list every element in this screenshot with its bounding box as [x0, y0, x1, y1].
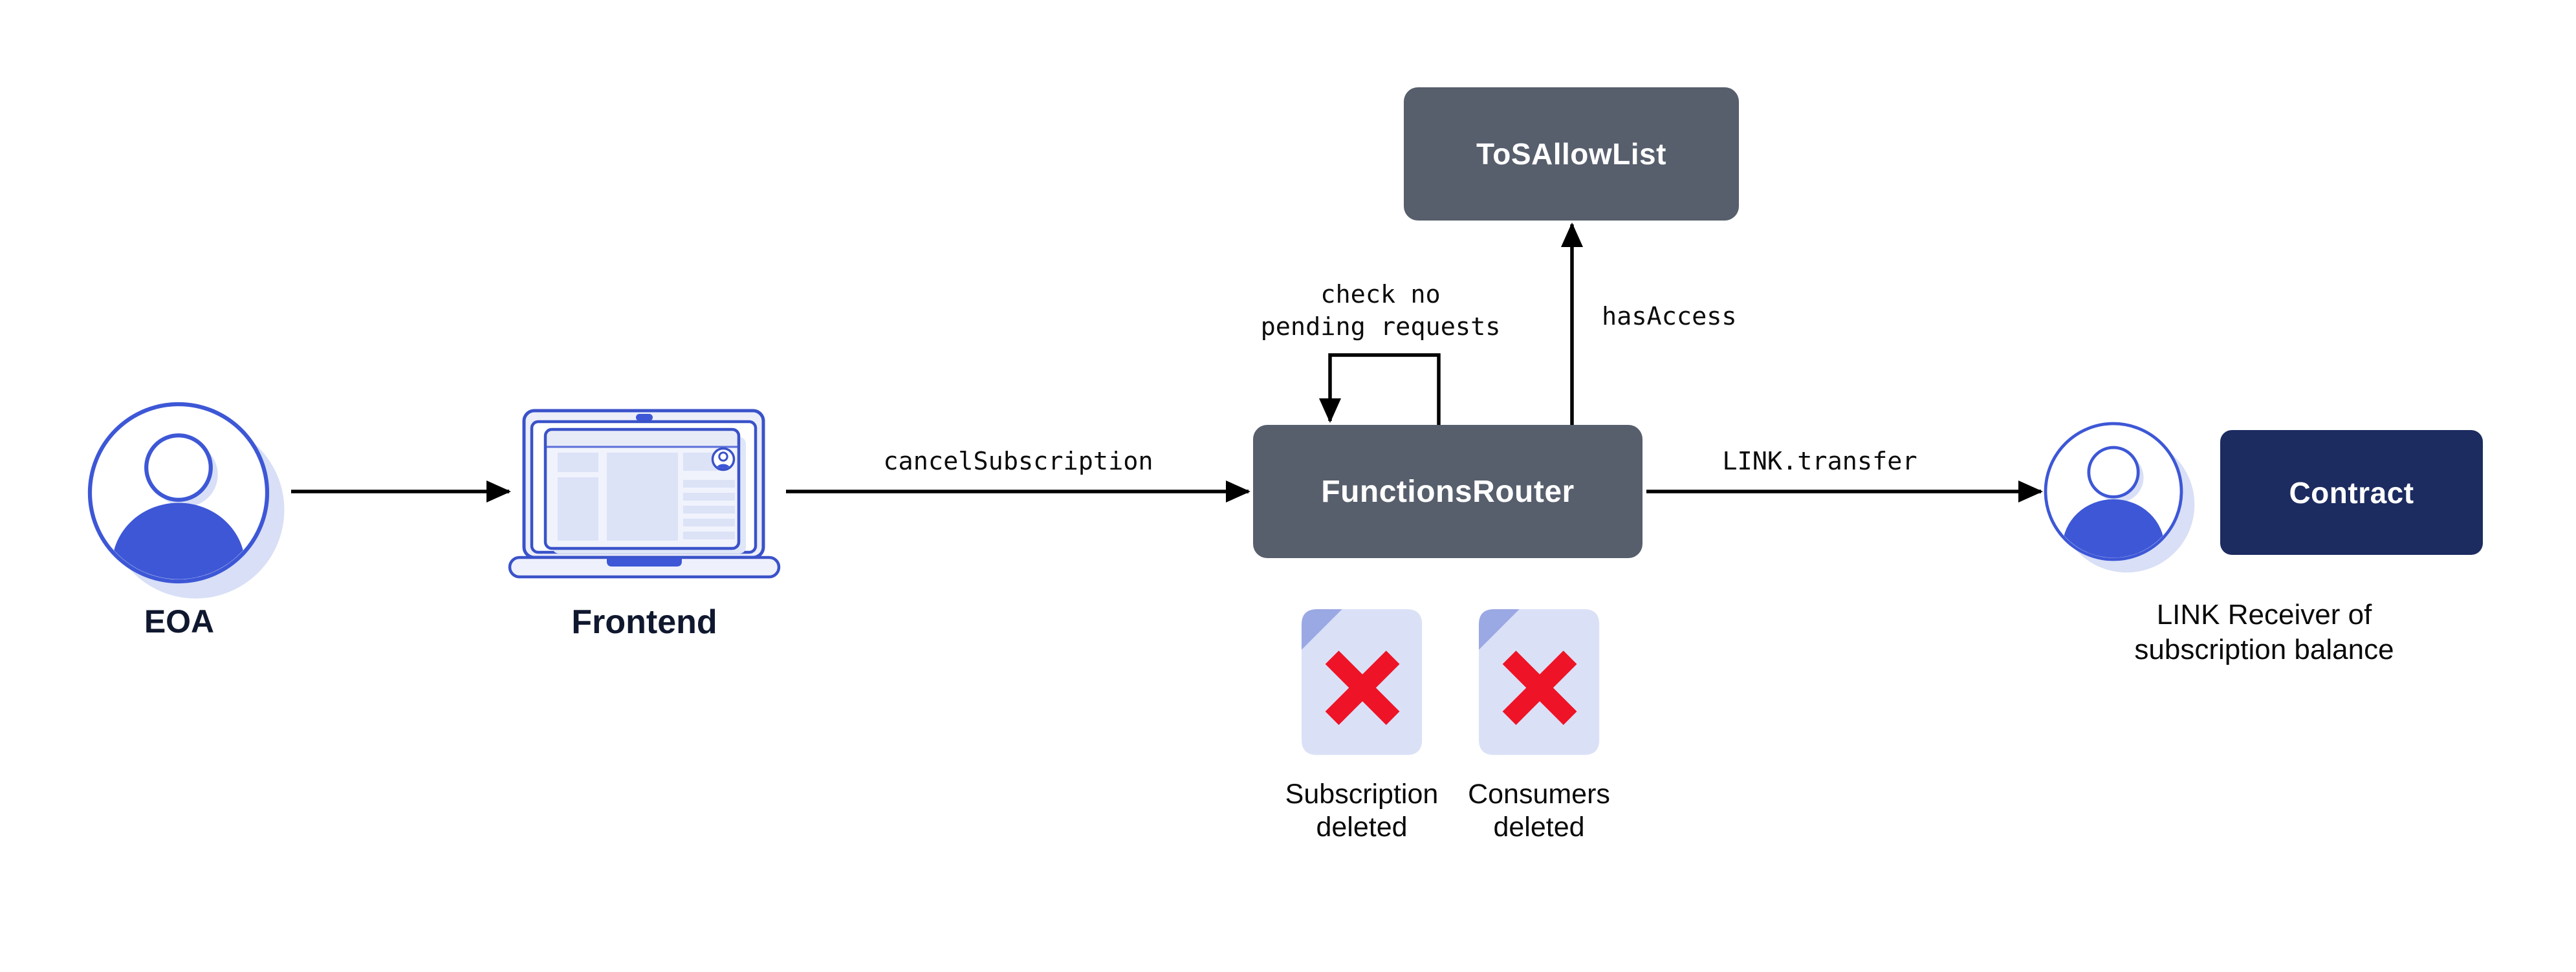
edge-label-link-transfer: LINK.transfer [1722, 447, 1917, 476]
browser-content-placeholders [558, 453, 735, 541]
consumers-deleted-line2: deleted [1493, 812, 1585, 843]
edge-label-has-access: hasAccess [1602, 302, 1737, 331]
edge-label-cancel-subscription: cancelSubscription [883, 447, 1153, 476]
edge-label-check-no-pending-requests: check no pending requests [1261, 279, 1501, 343]
node-contract: Contract [2220, 430, 2483, 555]
browser-window-outline [543, 427, 741, 550]
arrow-layer [291, 222, 2043, 502]
browser-user-avatar-icon [711, 447, 736, 471]
link-receiver-caption-line2: subscription balance [2134, 634, 2394, 665]
edge-label-check-line1: check no [1320, 280, 1441, 309]
node-tos-allow-list: ToSAllowList [1404, 87, 1739, 221]
laptop-base-notch [607, 557, 682, 567]
edge-label-check-line2: pending requests [1260, 312, 1501, 341]
consumers-deleted-doc-icon [1479, 609, 1599, 755]
arrow-self-loop-check-pending [1319, 353, 1441, 425]
frontend-label: Frontend [571, 603, 717, 641]
consumers-deleted-caption: Consumers deleted [1468, 778, 1610, 844]
subscription-deleted-line1: Subscription [1285, 779, 1439, 810]
subscription-deleted-doc-icon [1302, 609, 1422, 755]
eoa-avatar-icon [90, 404, 285, 628]
link-receiver-caption-line1: LINK Receiver of [2156, 599, 2372, 631]
link-receiver-caption: LINK Receiver of subscription balance [2134, 598, 2394, 667]
subscription-deleted-line2: deleted [1316, 812, 1408, 843]
browser-toolbar [547, 431, 737, 446]
node-tos-allow-list-label: ToSAllowList [1476, 137, 1666, 171]
node-functions-router-label: FunctionsRouter [1321, 474, 1575, 509]
laptop-camera-icon [636, 414, 653, 421]
subscription-deleted-caption: Subscription deleted [1285, 778, 1439, 844]
laptop-icon [508, 409, 781, 579]
eoa-label: EOA [144, 603, 215, 640]
consumers-deleted-line1: Consumers [1468, 779, 1610, 810]
node-contract-label: Contract [2289, 475, 2414, 510]
node-functions-router: FunctionsRouter [1253, 425, 1643, 558]
receiver-avatar-icon [2046, 424, 2194, 595]
